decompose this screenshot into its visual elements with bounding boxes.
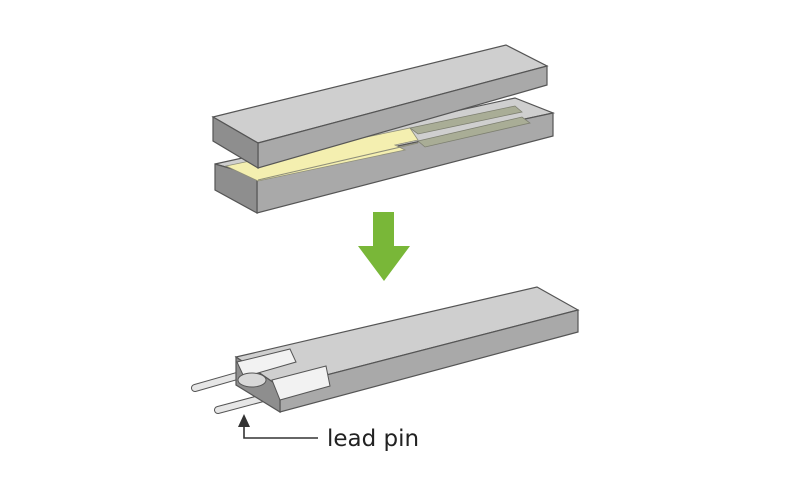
top-cover-plate xyxy=(211,44,549,170)
pin-cap-lower xyxy=(271,365,331,401)
lead-pin-label: lead pin xyxy=(327,426,419,452)
electrode-divider xyxy=(257,142,419,181)
lead-pin-callout: lead pin xyxy=(238,414,419,452)
callout-leader-line xyxy=(243,423,318,439)
pin-cap-upper xyxy=(236,348,297,378)
down-arrow-icon xyxy=(358,212,410,281)
weld-joint xyxy=(237,372,267,388)
callout-arrowhead-icon xyxy=(238,414,250,427)
film-trace-upper xyxy=(409,105,523,135)
film-trace-lower xyxy=(417,116,531,148)
top-cover-side-face xyxy=(212,115,259,170)
assembled-element xyxy=(191,286,580,414)
